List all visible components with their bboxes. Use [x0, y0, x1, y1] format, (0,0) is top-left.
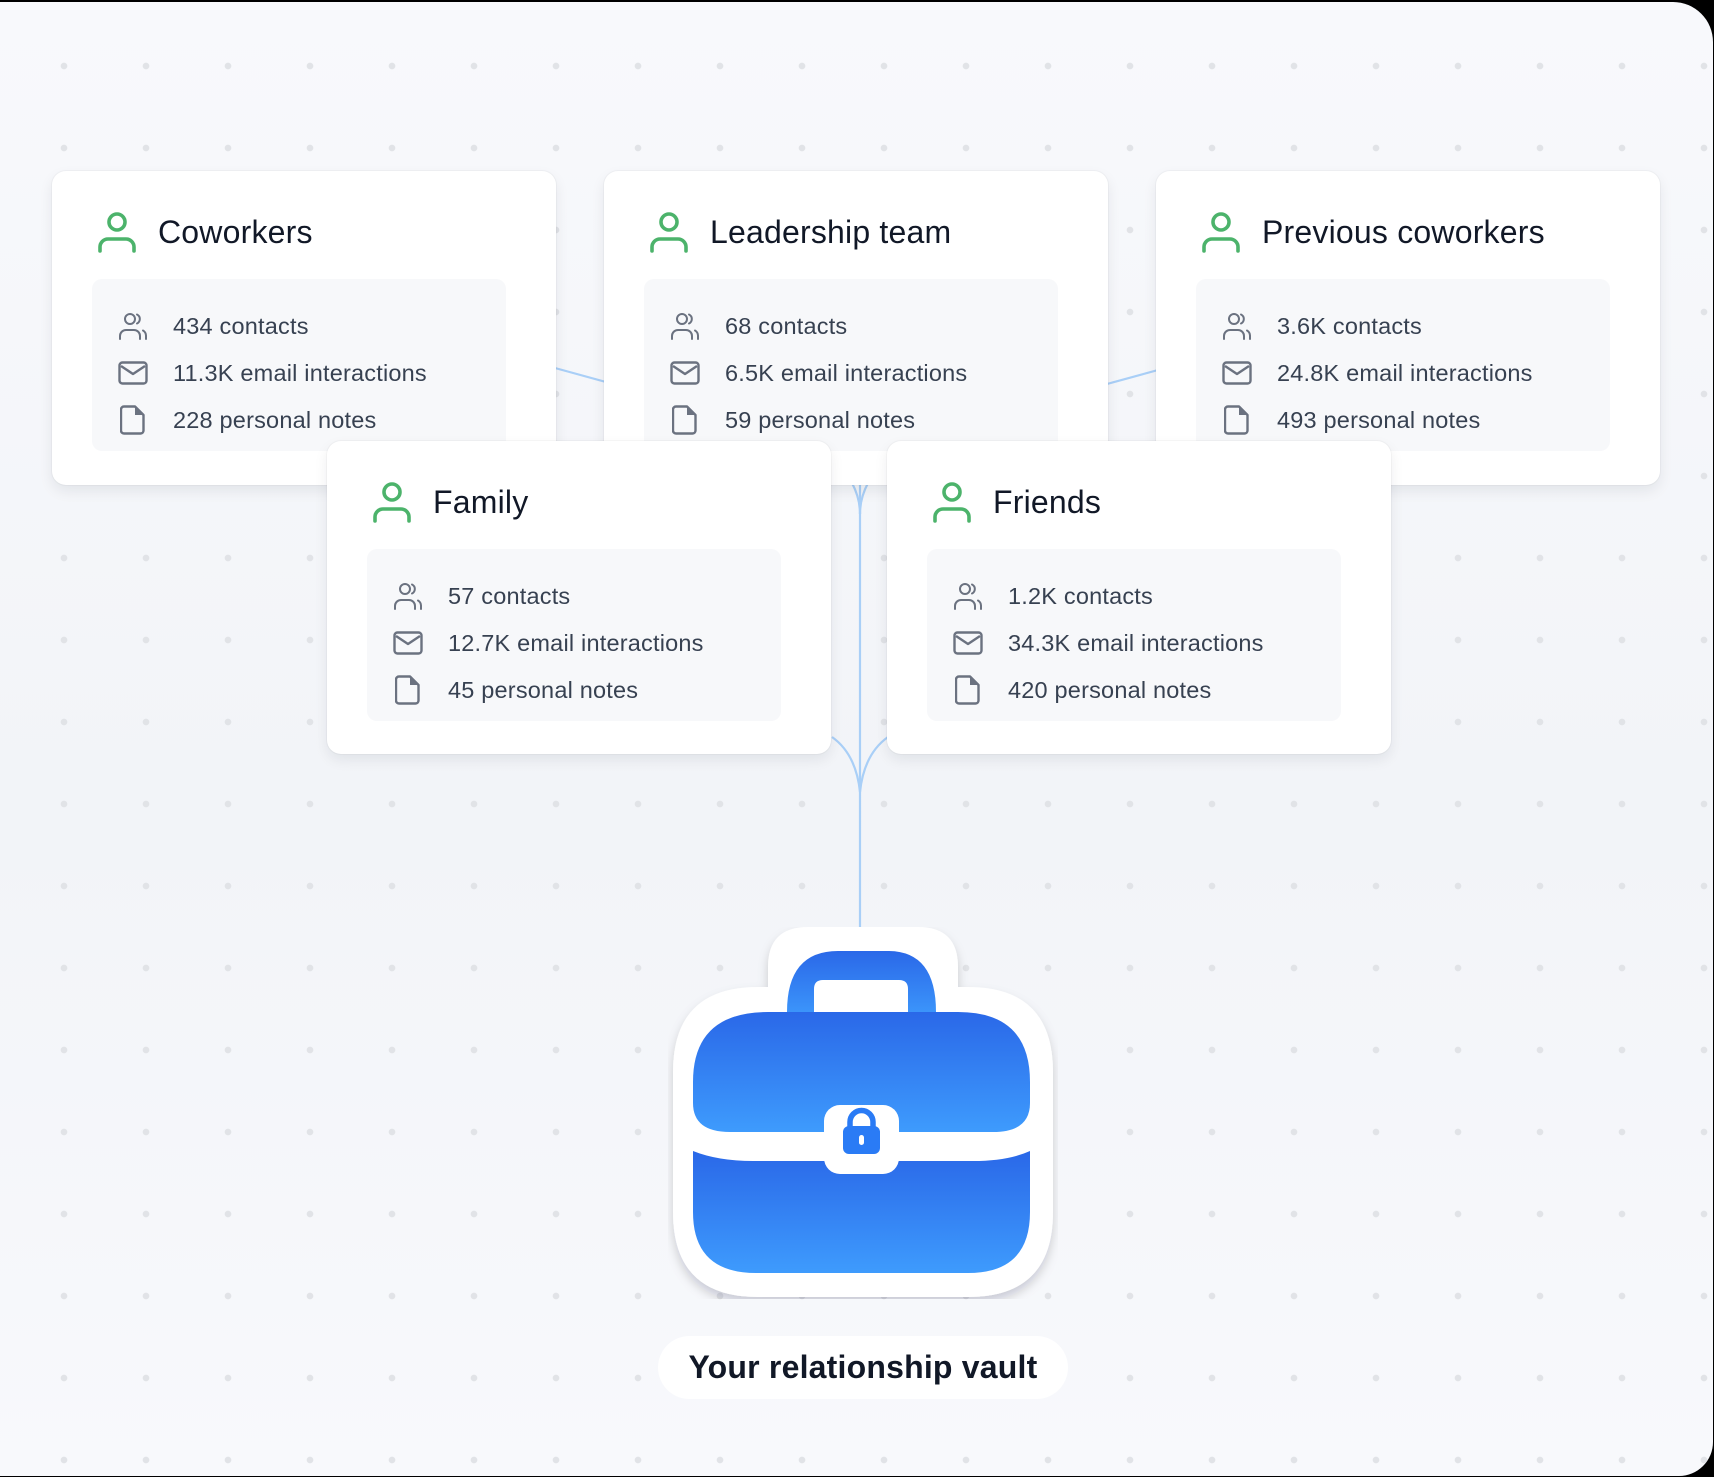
envelope-icon	[392, 627, 424, 659]
stat-contacts: 3.6K contacts	[1221, 309, 1422, 343]
group-title: Coworkers	[158, 213, 313, 250]
document-icon	[952, 674, 984, 706]
users-icon	[669, 310, 701, 342]
group-card-leadership-team[interactable]: Leadership team 68 contacts 6.5K email i…	[604, 171, 1108, 485]
envelope-icon	[952, 627, 984, 659]
stat-emails: 24.8K email interactions	[1221, 356, 1533, 390]
connector-fork-right-top	[858, 482, 869, 515]
stat-notes: 45 personal notes	[392, 673, 638, 707]
stat-contacts: 434 contacts	[117, 309, 309, 343]
document-icon	[117, 404, 149, 436]
group-title: Leadership team	[710, 213, 952, 250]
group-title: Friends	[993, 483, 1102, 520]
document-icon	[669, 404, 701, 436]
connector-family	[831, 736, 862, 793]
group-stats-panel: 434 contacts 11.3K email interactions 22…	[92, 279, 506, 451]
connector-friends	[858, 736, 889, 793]
group-card-coworkers[interactable]: Coworkers 434 contacts 11.3K email inter…	[52, 171, 556, 485]
users-icon	[117, 310, 149, 342]
stat-notes: 228 personal notes	[117, 403, 377, 437]
group-title: Previous coworkers	[1262, 213, 1545, 250]
users-icon	[952, 580, 984, 612]
envelope-icon	[117, 357, 149, 389]
vault-label: Your relationship vault	[658, 1336, 1068, 1399]
group-card-previous-coworkers[interactable]: Previous coworkers 3.6K contacts 24.8K e…	[1156, 171, 1660, 485]
stat-emails: 6.5K email interactions	[669, 356, 967, 390]
user-icon	[98, 212, 136, 253]
stat-emails: 12.7K email interactions	[392, 626, 704, 660]
connector-leadership-previous	[1106, 368, 1159, 386]
connector-coworkers-leadership	[554, 366, 607, 384]
envelope-icon	[669, 357, 701, 389]
stat-contacts: 68 contacts	[669, 309, 847, 343]
stat-emails: 34.3K email interactions	[952, 626, 1264, 660]
stat-notes: 493 personal notes	[1221, 403, 1481, 437]
user-icon	[1202, 212, 1240, 253]
briefcase-lock-icon[interactable]	[668, 927, 1058, 1299]
users-icon	[1221, 310, 1253, 342]
envelope-icon	[1221, 357, 1253, 389]
group-title: Family	[433, 483, 529, 520]
group-stats-panel: 3.6K contacts 24.8K email interactions 4…	[1196, 279, 1610, 451]
user-icon	[650, 212, 688, 253]
group-stats-panel: 68 contacts 6.5K email interactions 59 p…	[644, 279, 1058, 451]
users-icon	[392, 580, 424, 612]
stat-notes: 59 personal notes	[669, 403, 915, 437]
document-icon	[1221, 404, 1253, 436]
group-card-friends[interactable]: Friends 1.2K contacts 34.3K email intera…	[887, 441, 1391, 754]
user-icon	[373, 482, 411, 523]
document-icon	[392, 674, 424, 706]
group-card-family[interactable]: Family 57 contacts 12.7K email interacti…	[327, 441, 831, 754]
stat-contacts: 57 contacts	[392, 579, 570, 613]
stat-contacts: 1.2K contacts	[952, 579, 1153, 613]
user-icon	[933, 482, 971, 523]
group-stats-panel: 1.2K contacts 34.3K email interactions 4…	[927, 549, 1341, 721]
group-stats-panel: 57 contacts 12.7K email interactions 45 …	[367, 549, 781, 721]
connector-fork-left-top	[851, 482, 862, 515]
stat-notes: 420 personal notes	[952, 673, 1212, 707]
stat-emails: 11.3K email interactions	[117, 356, 427, 390]
